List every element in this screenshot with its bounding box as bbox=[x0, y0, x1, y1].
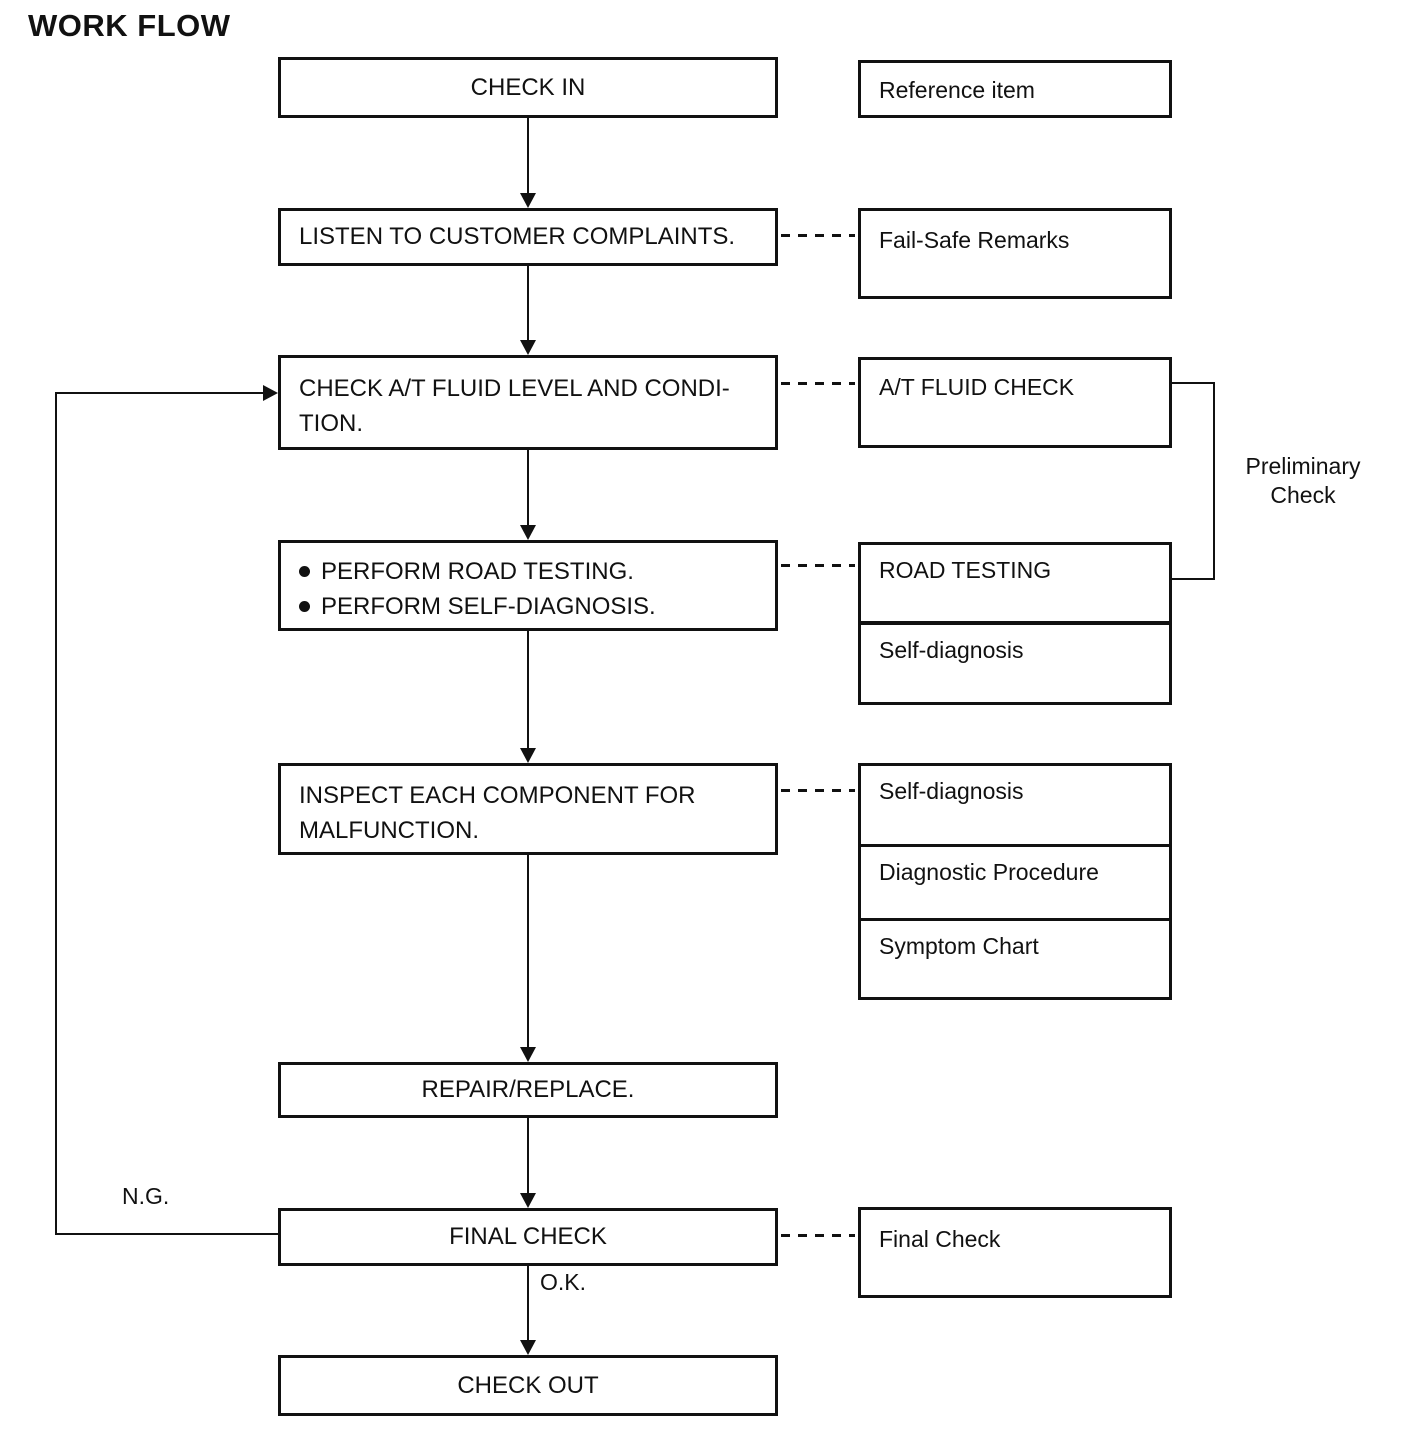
road-testing-bullet2: PERFORM SELF-DIAGNOSIS. bbox=[321, 593, 656, 620]
flow-box-final-check: FINAL CHECK bbox=[278, 1208, 778, 1266]
bullet-icon bbox=[299, 601, 310, 612]
bracket-top-stub bbox=[1172, 382, 1215, 384]
self-diagnosis-ref-label: Self-diagnosis bbox=[879, 637, 1024, 663]
bullet-icon bbox=[299, 566, 310, 577]
ref-row-diagnostic-procedure: Diagnostic Procedure bbox=[861, 844, 1169, 918]
check-in-label: CHECK IN bbox=[470, 73, 586, 101]
fail-safe-remarks-label: Fail-Safe Remarks bbox=[879, 227, 1070, 253]
preliminary-check-line1: Preliminary bbox=[1245, 453, 1361, 479]
preliminary-check-line2: Check bbox=[1270, 482, 1336, 508]
reference-item-label: Reference item bbox=[879, 77, 1035, 103]
inspect-line1: INSPECT EACH COMPONENT FOR bbox=[299, 782, 696, 809]
ref-row-road-testing: ROAD TESTING bbox=[861, 545, 1169, 621]
check-out-label: CHECK OUT bbox=[457, 1371, 599, 1399]
ref-box-road-testing-group: ROAD TESTING Self-diagnosis bbox=[858, 542, 1172, 705]
ref-row-self-diagnosis-2: Self-diagnosis bbox=[861, 766, 1169, 844]
preliminary-check-label: Preliminary Check bbox=[1228, 452, 1378, 510]
listen-complaints-label: LISTEN TO CUSTOMER COMPLAINTS. bbox=[299, 223, 736, 250]
arrow-down-icon bbox=[520, 748, 536, 763]
dashed-connector bbox=[781, 234, 855, 237]
final-check-ref-label: Final Check bbox=[879, 1226, 1001, 1252]
arrow-down-icon bbox=[520, 193, 536, 208]
flow-box-inspect-components: INSPECT EACH COMPONENT FOR MALFUNCTION. bbox=[278, 763, 778, 855]
arrow-down-icon bbox=[520, 1193, 536, 1208]
final-check-label: FINAL CHECK bbox=[449, 1223, 607, 1250]
arrow-right-icon bbox=[263, 385, 278, 401]
flow-box-road-testing: PERFORM ROAD TESTING. PERFORM SELF-DIAGN… bbox=[278, 540, 778, 631]
arrow-down-icon bbox=[520, 1340, 536, 1355]
road-testing-ref-label: ROAD TESTING bbox=[879, 557, 1052, 583]
dashed-connector bbox=[781, 789, 855, 792]
inspect-line2: MALFUNCTION. bbox=[299, 817, 479, 844]
repair-replace-label: REPAIR/REPLACE. bbox=[421, 1076, 635, 1103]
connector-line bbox=[527, 450, 529, 526]
symptom-chart-label: Symptom Chart bbox=[879, 933, 1039, 959]
ref-box-inspect-group: Self-diagnosis Diagnostic Procedure Symp… bbox=[858, 763, 1172, 1000]
diagnostic-procedure-label: Diagnostic Procedure bbox=[879, 859, 1099, 885]
road-testing-bullet-row-1: PERFORM ROAD TESTING. bbox=[299, 554, 757, 589]
ok-label: O.K. bbox=[540, 1269, 587, 1295]
connector-line bbox=[527, 1118, 529, 1194]
ng-loop-bottom-line bbox=[55, 1233, 278, 1235]
arrow-down-icon bbox=[520, 525, 536, 540]
fluid-check-line2: TION. bbox=[299, 410, 363, 437]
ref-box-final-check: Final Check bbox=[858, 1207, 1172, 1298]
connector-line bbox=[527, 118, 529, 195]
connector-line bbox=[527, 266, 529, 341]
flow-box-fluid-check: CHECK A/T FLUID LEVEL AND CONDI- TION. bbox=[278, 355, 778, 450]
dashed-connector bbox=[781, 382, 855, 385]
road-testing-bullet1: PERFORM ROAD TESTING. bbox=[321, 558, 634, 585]
ng-loop-vertical-line bbox=[55, 392, 57, 1235]
dashed-connector bbox=[781, 564, 855, 567]
connector-line bbox=[527, 631, 529, 749]
flow-box-check-in: CHECK IN bbox=[278, 57, 778, 118]
ng-label: N.G. bbox=[122, 1183, 170, 1209]
bracket-vertical-line bbox=[1213, 382, 1215, 580]
page-title: WORK FLOW bbox=[28, 8, 231, 43]
connector-line bbox=[527, 1266, 529, 1341]
ref-row-symptom-chart: Symptom Chart bbox=[861, 918, 1169, 997]
ref-box-at-fluid-check: A/T FLUID CHECK bbox=[858, 357, 1172, 448]
connector-line bbox=[527, 855, 529, 1048]
ref-box-reference-item: Reference item bbox=[858, 60, 1172, 118]
ref-box-fail-safe-remarks: Fail-Safe Remarks bbox=[858, 208, 1172, 299]
ng-loop-top-line bbox=[55, 392, 265, 394]
dashed-connector bbox=[781, 1234, 855, 1237]
flow-box-listen-complaints: LISTEN TO CUSTOMER COMPLAINTS. bbox=[278, 208, 778, 266]
ref-row-self-diagnosis: Self-diagnosis bbox=[861, 621, 1169, 702]
flow-box-repair-replace: REPAIR/REPLACE. bbox=[278, 1062, 778, 1118]
bracket-bottom-stub bbox=[1172, 578, 1215, 580]
self-diagnosis-2-label: Self-diagnosis bbox=[879, 778, 1024, 804]
fluid-check-line1: CHECK A/T FLUID LEVEL AND CONDI- bbox=[299, 375, 730, 402]
at-fluid-check-label: A/T FLUID CHECK bbox=[879, 374, 1075, 400]
road-testing-bullet-row-2: PERFORM SELF-DIAGNOSIS. bbox=[299, 589, 757, 624]
flow-box-check-out: CHECK OUT bbox=[278, 1355, 778, 1416]
arrow-down-icon bbox=[520, 340, 536, 355]
arrow-down-icon bbox=[520, 1047, 536, 1062]
